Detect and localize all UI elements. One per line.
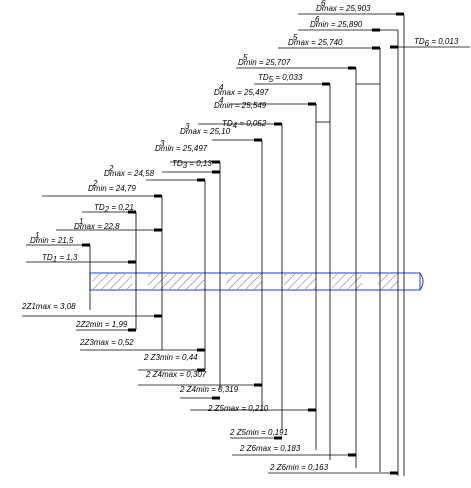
dimension-label-top-8: TD4 = 0,052 — [222, 119, 267, 130]
allowance-label-2: 2Z2min = 1,99 — [75, 320, 128, 329]
bottom-dimension-lines — [22, 315, 398, 474]
workpiece — [89, 272, 424, 291]
allowance-label-10: 2 Z6min = 0,163 — [269, 463, 329, 472]
allowance-label-7: 2 Z5max = 0,210 — [207, 404, 269, 413]
allowance-label-3: 2Z3max = 0,52 — [79, 338, 134, 347]
allowance-label-8: 2 Z5min = 0,191 — [229, 428, 288, 437]
hatch-zone-5 — [332, 274, 362, 289]
dimension-label-top-5: TD5 = 0,033 — [258, 73, 303, 84]
dimension-label-top-11: TD3 = 0,13 — [172, 159, 212, 170]
workpiece-end — [419, 272, 424, 291]
hatch-zone-6 — [378, 274, 398, 289]
top-dimension-lines — [26, 13, 470, 263]
extension-lines — [89, 14, 405, 476]
allowance-label-1: 2Z1max = 3,08 — [21, 302, 76, 311]
allowance-label-4: 2 Z3min = 0,44 — [143, 353, 198, 362]
bottom-labels: 2Z1max = 3,08 2Z2min = 1,99 2Z3max = 0,52 2… — [21, 302, 329, 472]
hatch-zone-3 — [226, 274, 262, 289]
dimension-label-top-14: TD2 = 0,21 — [94, 203, 134, 214]
dimension-label-td6: TD6 = 0,013 — [414, 37, 459, 48]
allowance-label-9: 2 Z6max = 0,183 — [239, 444, 301, 453]
allowance-label-5: 2 Z4max = 0,307 — [145, 370, 207, 379]
allowance-label-6: 2 Z4min = 0,319 — [179, 385, 239, 394]
td6-label: TD6 = 0,013 — [414, 37, 459, 48]
arrow-ticks — [82, 12, 404, 475]
hatch-zone-2 — [148, 274, 204, 289]
dimension-label-top-17: TD1 = 1,3 — [42, 253, 78, 264]
hatch-zone-1 — [92, 274, 132, 289]
hatch-zone-4 — [284, 274, 316, 289]
